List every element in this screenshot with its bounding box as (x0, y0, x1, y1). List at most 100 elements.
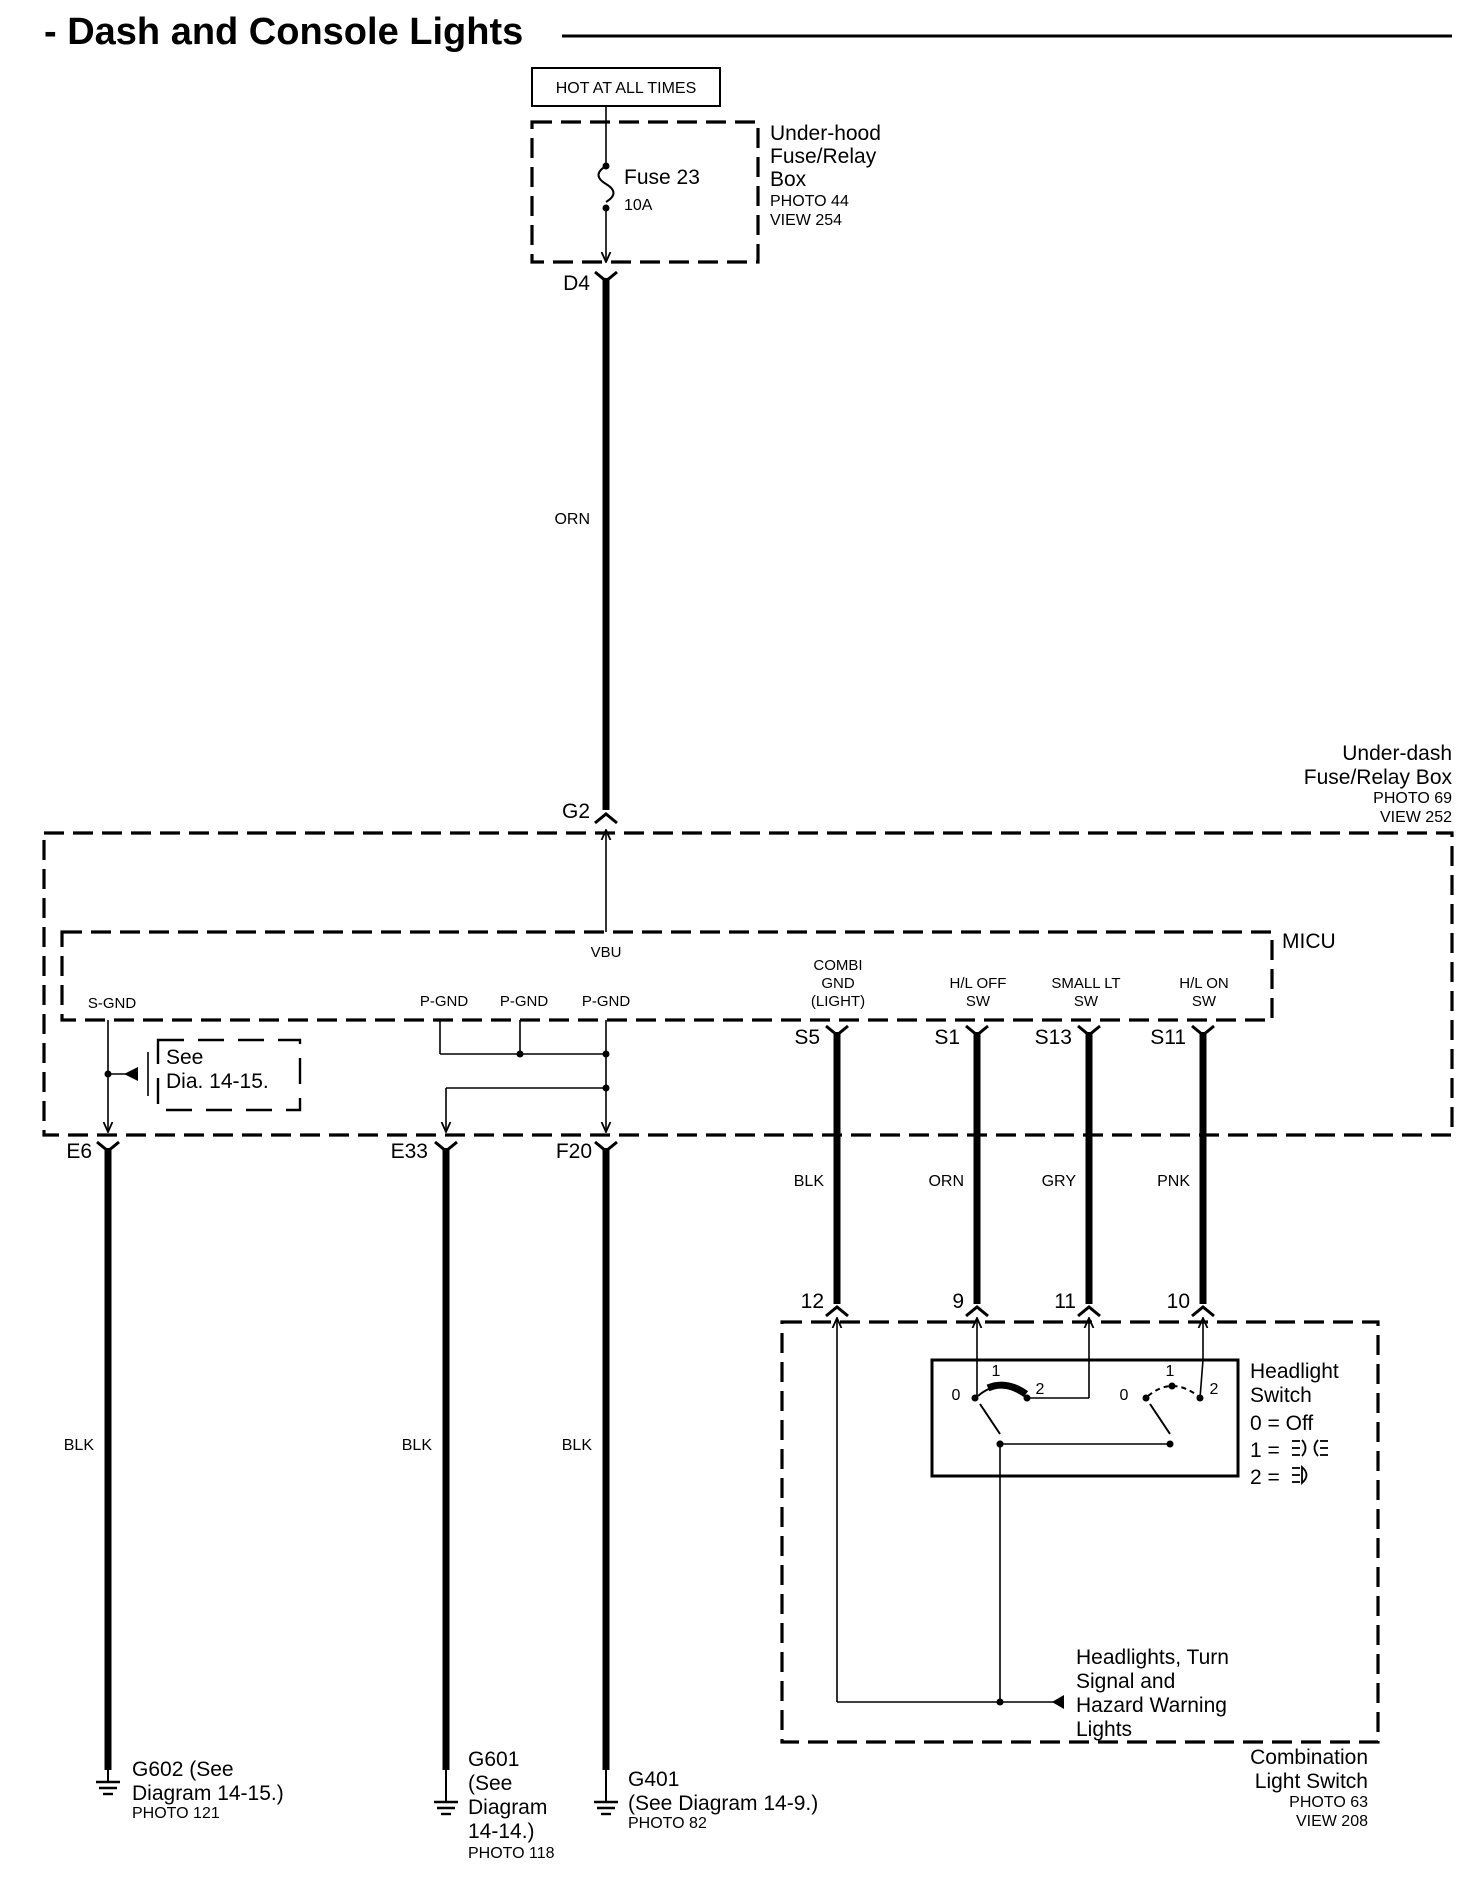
left-switch-contact (986, 1381, 1029, 1397)
diagram-title: - Dash and Console Lights (44, 11, 523, 53)
pin-11: 11 (1054, 1290, 1076, 1313)
underdash-view: VIEW 252 (1380, 809, 1452, 826)
micu-name: MICU (1282, 930, 1336, 953)
right-switch-to-10 (1199, 1359, 1204, 1399)
right-switch-node-0 (1142, 1394, 1150, 1402)
hot-label: HOT AT ALL TIMES (556, 80, 697, 97)
fuse-icon (597, 165, 615, 203)
pgnd-node-b (602, 1050, 610, 1058)
right-switch-node-1 (1168, 1382, 1176, 1390)
ground-g401-photo: PHOTO 82 (628, 1815, 707, 1832)
legend-off: 0 = Off (1250, 1412, 1313, 1435)
wire-s11-label: PNK (1157, 1173, 1190, 1190)
headlights-note-1: Headlights, Turn (1076, 1646, 1229, 1669)
see-note-arrow-icon (124, 1067, 138, 1081)
fuse-rating: 10A (624, 197, 653, 214)
underhood-view: VIEW 254 (770, 212, 842, 229)
switch-ground-node (996, 1698, 1004, 1706)
legend-1: 1 = (1250, 1439, 1280, 1462)
ground-g401-2: (See Diagram 14-9.) (628, 1792, 818, 1815)
micu-hloff-2: SW (966, 993, 991, 1010)
pin-d4: D4 (563, 272, 590, 295)
underhood-name-1: Under-hood (770, 122, 881, 145)
ground-g601-2: (See (468, 1772, 512, 1795)
left-switch-blade (979, 1403, 1001, 1435)
hot-label-box (531, 67, 721, 107)
see-note-2: Dia. 14-15. (166, 1070, 269, 1093)
see-note-1: See (166, 1046, 203, 1069)
micu-pgnd-2: P-GND (500, 993, 549, 1010)
underhood-name-3: Box (770, 168, 807, 191)
connector-g2-icon (594, 812, 618, 825)
underdash-name-1: Under-dash (1342, 742, 1452, 765)
pin-s5: S5 (794, 1026, 820, 1049)
ground-g601-4: 14-14.) (468, 1820, 535, 1843)
ground-g602-icon (96, 1770, 120, 1796)
right-switch-arc (1147, 1385, 1199, 1397)
headlights-note-3: Hazard Warning (1076, 1694, 1227, 1717)
underdash-photo: PHOTO 69 (1373, 790, 1452, 807)
wire-s1-label: ORN (928, 1173, 964, 1190)
pin-s11: S11 (1150, 1026, 1186, 1049)
wire-f20-label: BLK (562, 1437, 593, 1454)
micu-combi-1: COMBI (813, 957, 862, 974)
pin-f20: F20 (556, 1140, 592, 1163)
micu-smalllt-1: SMALL LT (1051, 975, 1120, 992)
underdash-name-2: Fuse/Relay Box (1304, 766, 1453, 789)
legend-2: 2 = (1250, 1466, 1280, 1489)
ground-g601-1: G601 (468, 1748, 519, 1771)
micu-combi-2: GND (821, 975, 855, 992)
ground-g602-photo: PHOTO 121 (132, 1805, 220, 1822)
ground-g401-1: G401 (628, 1768, 679, 1791)
combination-photo: PHOTO 63 (1289, 1794, 1368, 1811)
underhood-name-2: Fuse/Relay (770, 145, 877, 168)
ground-g601-photo: PHOTO 118 (468, 1845, 555, 1862)
left-pos-0: 0 (952, 1387, 961, 1404)
right-switch-blade (1149, 1403, 1171, 1435)
ground-g401-icon (594, 1770, 618, 1816)
micu-combi-3: (LIGHT) (811, 993, 865, 1010)
pin-g2: G2 (562, 800, 590, 823)
ground-g602-1: G602 (See (132, 1758, 234, 1781)
underhood-box (530, 120, 760, 264)
parking-light-icon (1292, 1439, 1328, 1457)
micu-box (60, 930, 1274, 1022)
underdash-box (42, 831, 1454, 1137)
wire-e6-label: BLK (64, 1437, 95, 1454)
micu-smalllt-2: SW (1074, 993, 1099, 1010)
left-pos-1: 1 (992, 1363, 1001, 1380)
combination-name-1: Combination (1250, 1746, 1368, 1769)
ground-g602-2: Diagram 14-15.) (132, 1782, 284, 1805)
pin-s1: S1 (934, 1026, 960, 1049)
wire-s13-label: GRY (1042, 1173, 1077, 1190)
wire-e33-label: BLK (402, 1437, 433, 1454)
micu-pgnd-3: P-GND (582, 993, 631, 1010)
connector-11-icon (1077, 1305, 1101, 1318)
wire-orn-main-label: ORN (554, 511, 590, 528)
combination-switch-box (780, 1320, 1380, 1744)
pin-10: 10 (1167, 1290, 1190, 1313)
combination-view: VIEW 208 (1296, 1813, 1368, 1830)
micu-hloff-1: H/L OFF (950, 975, 1007, 992)
pin-12: 12 (801, 1290, 824, 1313)
pin-e6: E6 (66, 1140, 92, 1163)
wire-s5-label: BLK (794, 1173, 825, 1190)
micu-vbu: VBU (591, 944, 622, 961)
headlight-icon (1292, 1464, 1308, 1486)
connector-10-icon (1191, 1305, 1215, 1318)
micu-hlon-2: SW (1192, 993, 1217, 1010)
micu-sgnd: S-GND (88, 995, 137, 1012)
ground-g601-icon (434, 1770, 458, 1816)
ground-g601-3: Diagram (468, 1796, 547, 1819)
right-pos-2: 2 (1210, 1381, 1219, 1398)
pin-s13: S13 (1035, 1026, 1072, 1049)
headlight-switch-name-1: Headlight (1250, 1360, 1339, 1383)
underhood-photo: PHOTO 44 (770, 193, 849, 210)
combination-name-2: Light Switch (1255, 1770, 1368, 1793)
left-pos-2: 2 (1036, 1381, 1045, 1398)
right-pos-0: 0 (1120, 1387, 1129, 1404)
headlights-note-2: Signal and (1076, 1670, 1175, 1693)
fuse-name: Fuse 23 (624, 166, 700, 189)
